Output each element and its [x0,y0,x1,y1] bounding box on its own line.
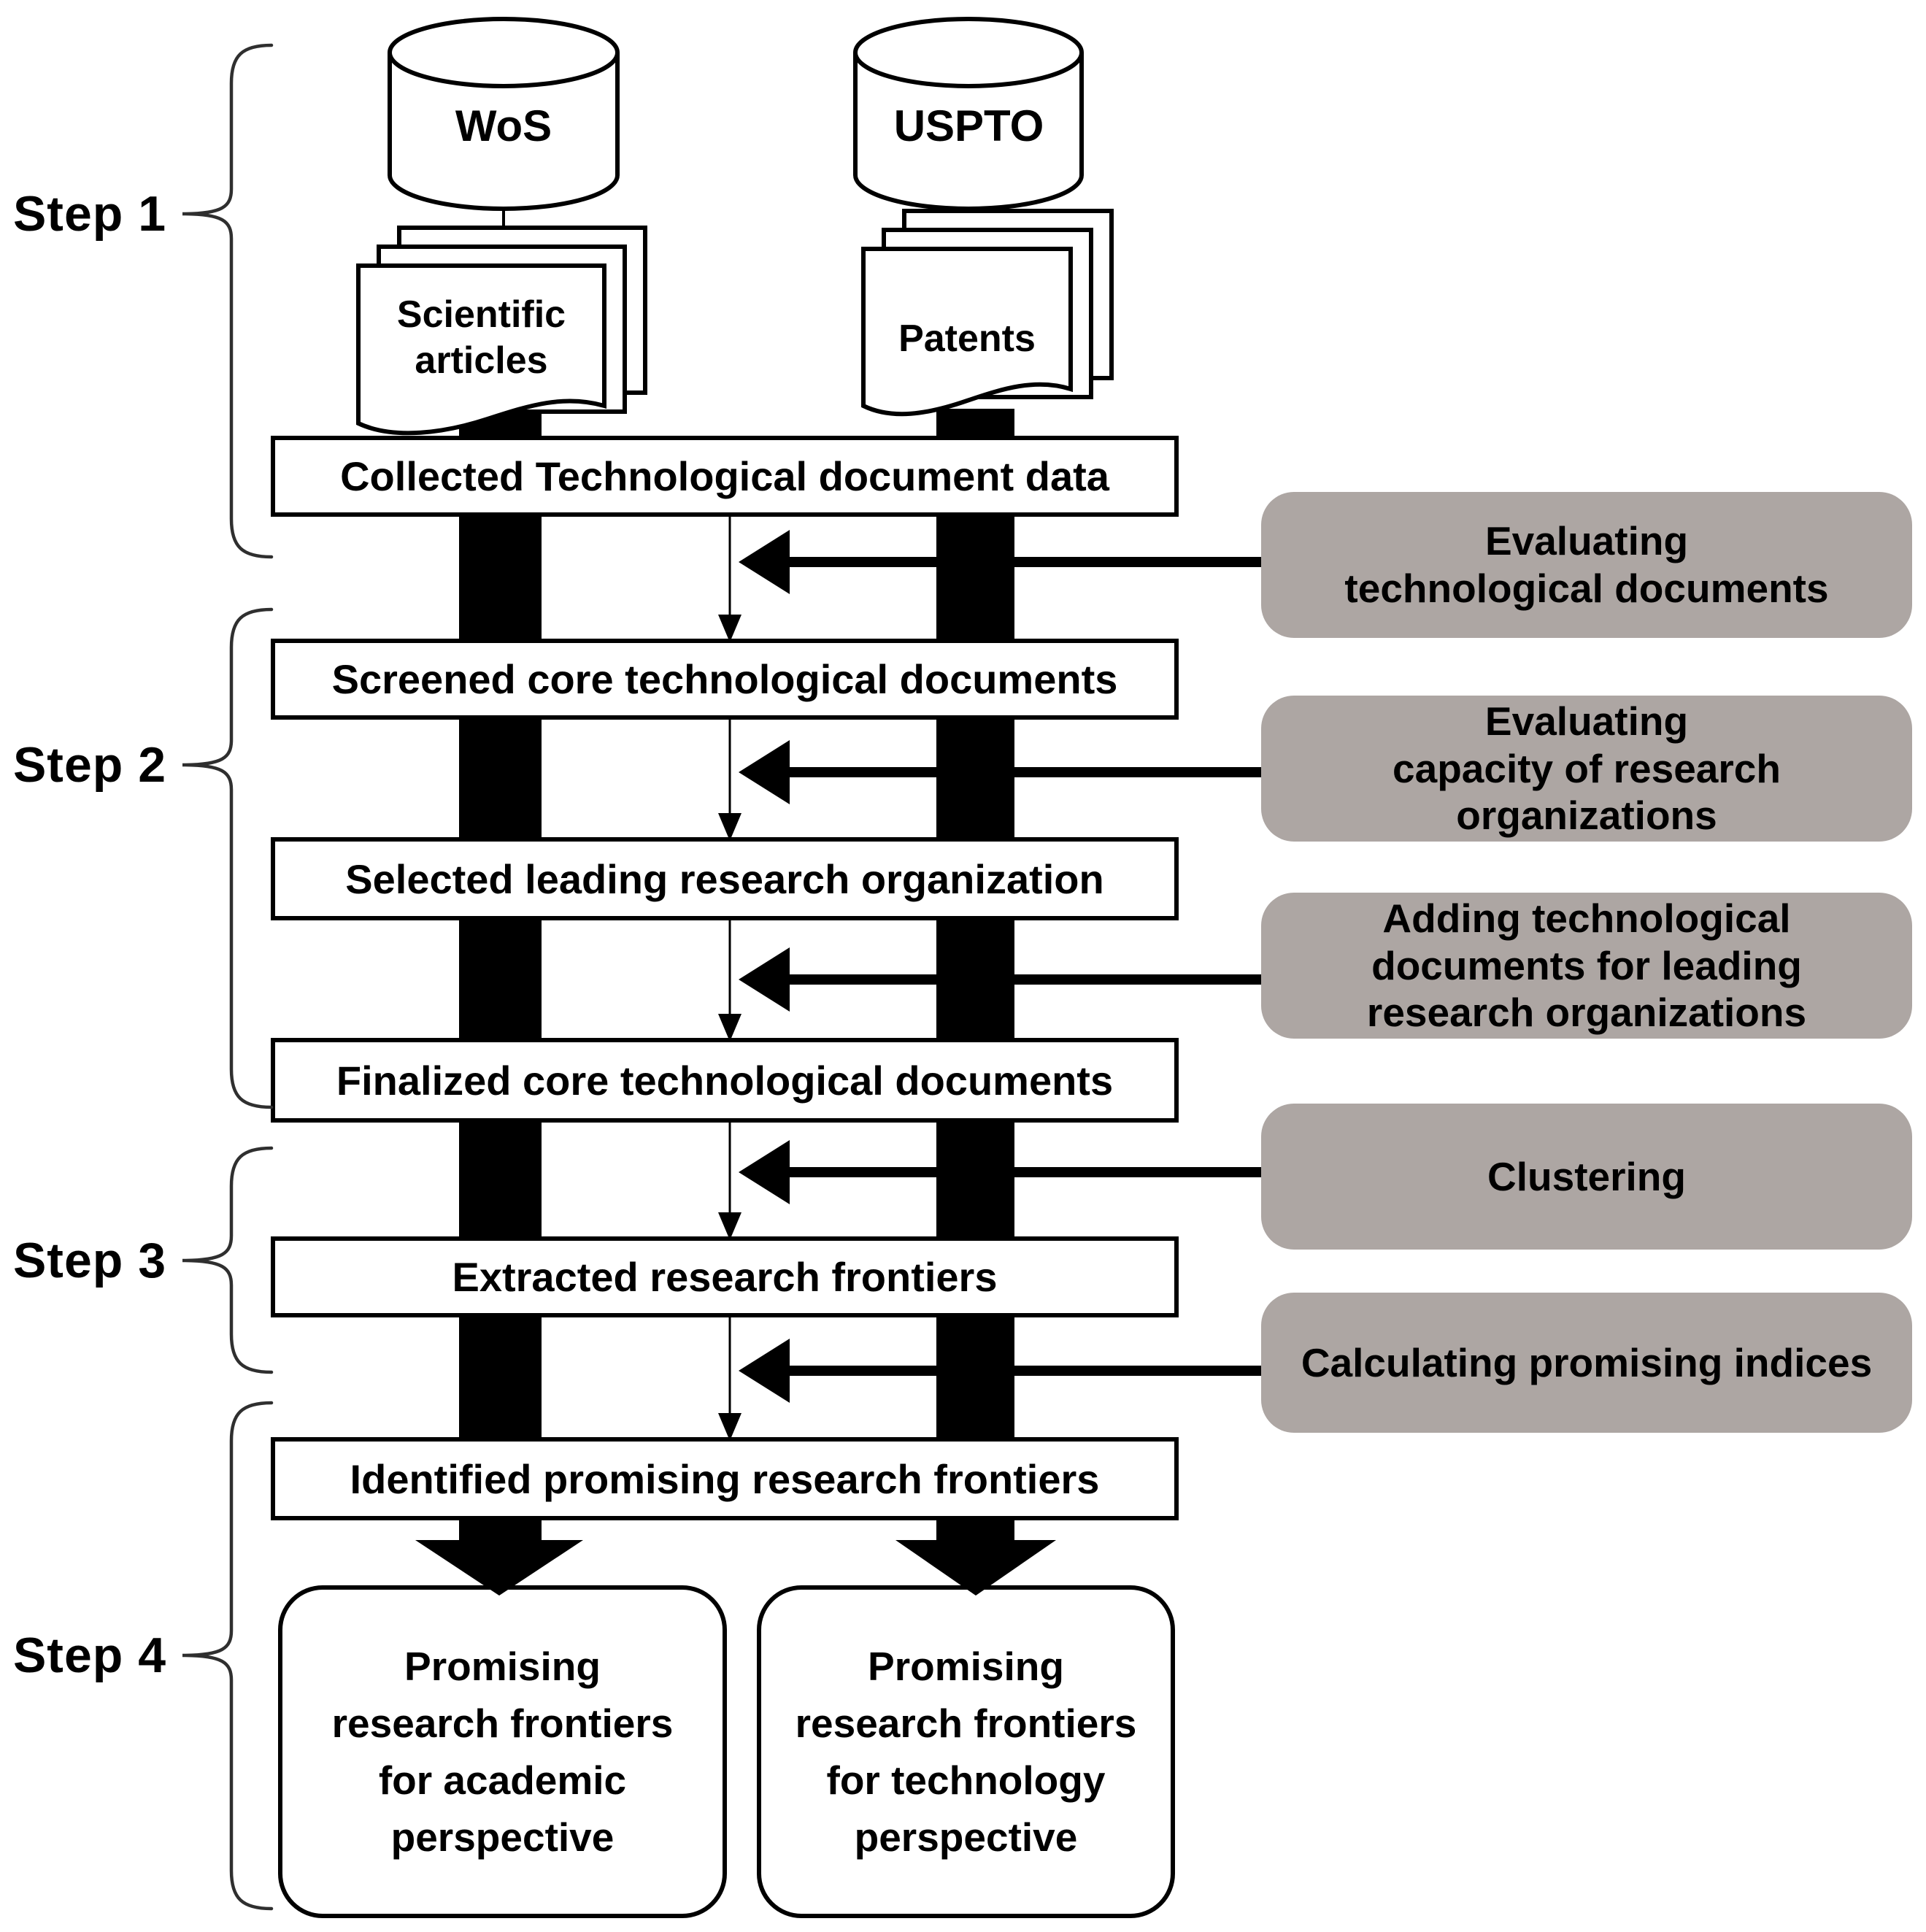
right-pipe-arrowhead [895,1540,1056,1596]
uspto-database-label: USPTO [893,101,1044,150]
pipeline-box-screened-label: Screened core technological documents [331,656,1118,702]
step-2-label: Step 2 [12,737,167,793]
step-4-brace [182,1401,274,1911]
annotation-box-evaluating-documents [1261,492,1912,638]
pipeline-box-identified-label: Identified promising research frontiers [350,1455,1100,1502]
step-1-label: Step 1 [12,186,167,242]
uspto-database-cylinder [853,17,1084,211]
step-1-brace [182,43,274,559]
pipeline-box-extracted-shape [271,1236,1179,1317]
annotation-calculating-indices-label: Calculating promising indices [1301,1339,1873,1385]
pipeline-box-selected-label: Selected leading research organization [345,855,1104,902]
pipeline-box-screened-shape [271,639,1179,720]
pipeline-box-shapes [271,436,1179,1520]
step-3-label: Step 3 [12,1233,167,1288]
step-4-label: Step 4 [12,1628,167,1683]
step-3-brace [182,1146,274,1374]
output-box-academic-label: Promising research frontiers for academi… [331,1643,674,1860]
annotation-box-clustering [1261,1104,1912,1250]
output-box-shapes [278,1585,1175,1918]
scientific-articles-label: Scientific articles [396,293,566,382]
annotation-arrow-lines [785,557,1261,1376]
scientific-articles-document-stack [356,226,647,436]
annotation-evaluating-documents-label: Evaluating technological documents [1344,518,1829,611]
wos-database-cylinder [388,17,620,211]
annotation-box-calculating-indices [1261,1293,1912,1433]
pipeline-box-extracted-label: Extracted research frontiers [452,1254,998,1300]
patents-document-stack [861,209,1114,417]
step-2-brace [182,607,274,1109]
left-pipe-bar [459,409,542,1542]
left-pipe-arrowhead [415,1540,583,1596]
step-braces [182,43,274,1911]
pipeline-box-collected-label: Collected Technological document data [340,453,1109,499]
wos-database-label: WoS [455,101,552,150]
output-box-technology-label: Promising research frontiers for technol… [795,1643,1137,1860]
patents-label: Patents [898,317,1036,361]
annotation-adding-documents-label: Adding technological documents for leadi… [1366,895,1807,1036]
pipeline-box-finalized-shape [271,1038,1179,1123]
pipeline-box-finalized-label: Finalized core technological documents [336,1057,1114,1104]
pipeline-box-selected-shape [271,837,1179,920]
annotation-arrowheads [739,530,790,1403]
center-flow-arrowheads [718,615,741,1441]
pipeline-box-collected-shape [271,436,1179,517]
annotation-box-evaluating-capacity [1261,696,1912,842]
annotation-clustering-label: Clustering [1487,1153,1686,1199]
annotation-box-adding-documents [1261,893,1912,1039]
annotation-evaluating-capacity-label: Evaluating capacity of research organiza… [1393,698,1781,839]
pipeline-box-identified-shape [271,1437,1179,1520]
